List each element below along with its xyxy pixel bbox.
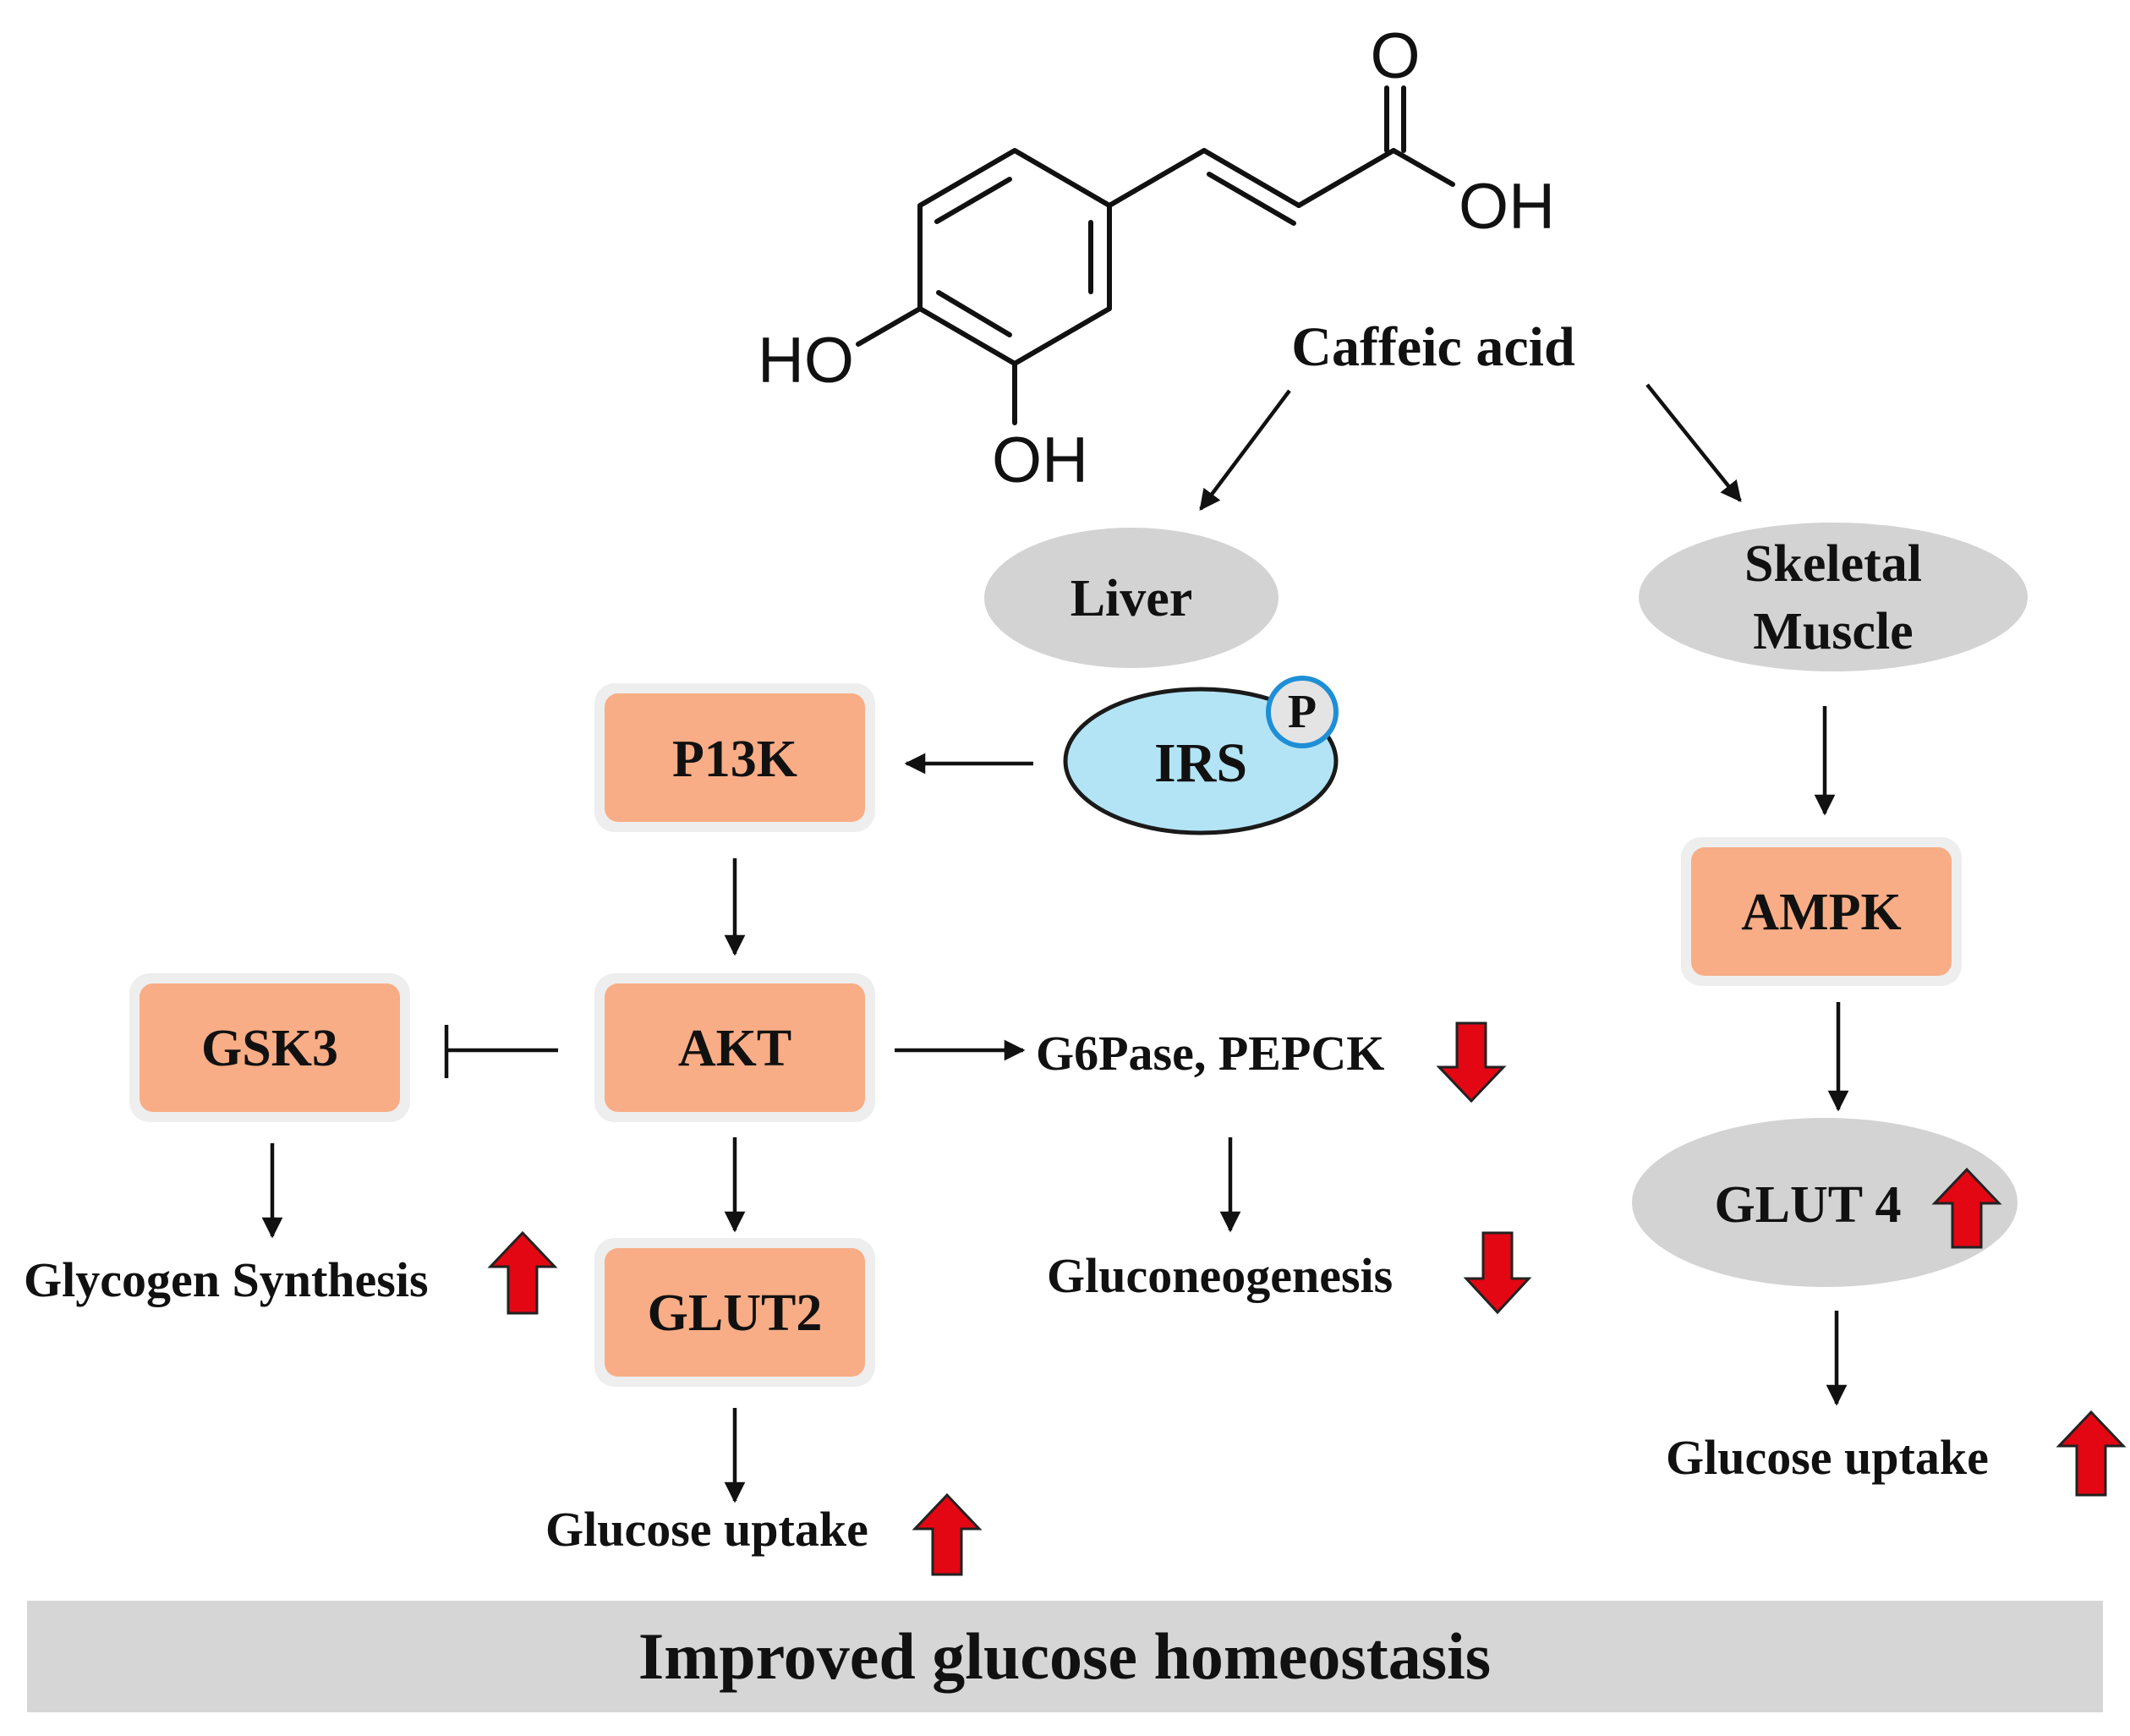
phosphate-badge	[1266, 676, 1339, 748]
akt-node: AKT	[594, 973, 875, 1122]
skeletal-muscle-ellipse	[1639, 523, 2028, 671]
vinyl-double-bond-inner	[1207, 172, 1296, 226]
glut4-ellipse	[1632, 1118, 2018, 1287]
benzene-ring	[917, 148, 1112, 366]
carboxyl-bond	[1296, 148, 1396, 208]
glut2-node: GLUT2	[594, 1238, 875, 1387]
homeostasis-banner	[27, 1601, 2103, 1712]
ampk-node: AMPK	[1681, 837, 1962, 986]
decrease-arrow-icon	[1463, 1231, 1532, 1315]
gsk3-label: GSK3	[201, 1020, 338, 1077]
hydroxyl-bond	[1391, 148, 1455, 187]
aromatic-bond	[934, 177, 1012, 224]
glycogen-synthesis-label: Glycogen Synthesis	[24, 1252, 429, 1307]
hydroxyl-bond	[856, 306, 923, 347]
ampk-label: AMPK	[1741, 884, 1901, 941]
caffeic-acid-structure: O OH HO OH	[758, 20, 1555, 496]
caffeic-acid-label: Caffeic acid	[1291, 316, 1574, 378]
carbonyl-oxygen-label: O	[1370, 20, 1420, 92]
vinyl-double-bond	[1202, 148, 1301, 208]
liver-label: Liver	[1070, 570, 1193, 627]
acid-hydroxyl-label: OH	[1459, 171, 1555, 243]
skeletal-muscle-label-line2: Muscle	[1753, 603, 1913, 660]
aromatic-bond	[936, 290, 1012, 337]
arrow-caffeic-to-liver	[1199, 389, 1291, 511]
homeostasis-banner-label: Improved glucose homeostasis	[638, 1619, 1491, 1693]
inhibition-akt-gsk3	[444, 1025, 558, 1078]
pi3k-label: P13K	[672, 731, 797, 788]
decrease-arrow-icon	[1436, 1021, 1507, 1103]
meta-hydroxyl-label: OH	[992, 424, 1088, 496]
vinyl-bond	[1107, 148, 1207, 208]
akt-label: AKT	[678, 1020, 791, 1077]
glut2-label: GLUT2	[648, 1284, 823, 1342]
glucose-uptake-muscle-label: Glucose uptake	[1666, 1430, 1989, 1485]
glut4-label: GLUT 4	[1714, 1176, 1901, 1234]
increase-arrow-icon	[2056, 1410, 2127, 1497]
arrow-caffeic-to-muscle	[1645, 383, 1742, 502]
skeletal-muscle-label-line1: Skeletal	[1744, 535, 1922, 593]
gluconeogenesis-label: Gluconeogenesis	[1047, 1248, 1393, 1303]
increase-arrow-icon	[912, 1492, 983, 1576]
increase-arrow-icon	[1931, 1167, 2002, 1249]
gsk3-node: GSK3	[129, 973, 410, 1122]
glucose-uptake-liver-label: Glucose uptake	[545, 1502, 868, 1557]
para-hydroxyl-label: HO	[758, 325, 854, 397]
phosphate-label: P	[1288, 686, 1317, 738]
g6pase-pepck-label: G6Pase, PEPCK	[1036, 1026, 1384, 1081]
increase-arrow-icon	[487, 1230, 558, 1315]
pi3k-node: P13K	[594, 683, 875, 832]
liver-ellipse	[984, 528, 1279, 668]
irs-label: IRS	[1154, 732, 1247, 794]
